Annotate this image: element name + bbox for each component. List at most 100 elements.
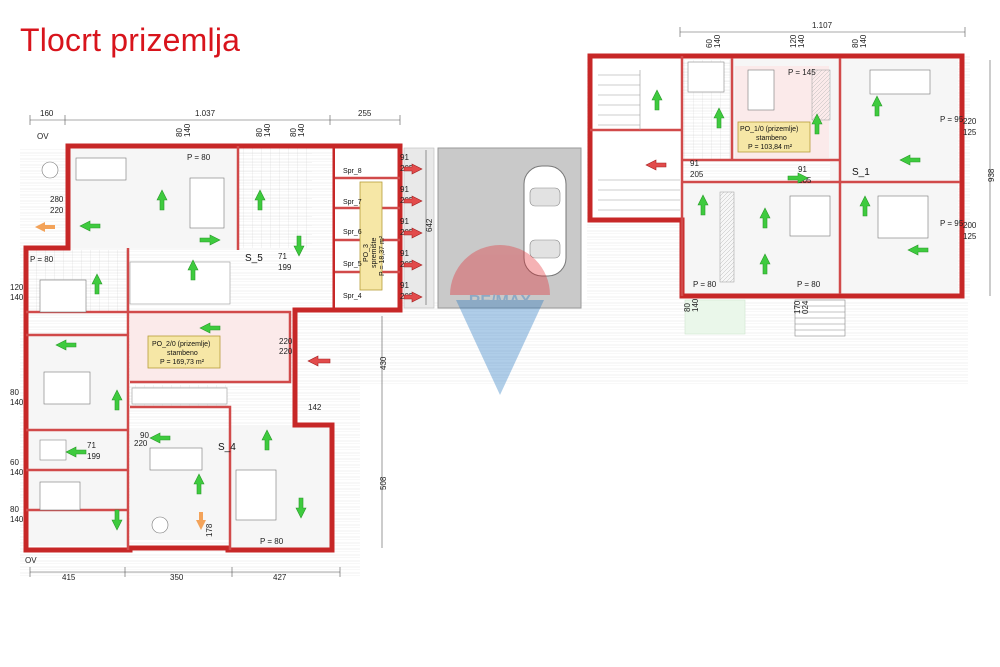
label-91-e: 91 — [400, 281, 409, 290]
label-220-c: 220 — [279, 337, 293, 346]
label-p80-3: P = 80 — [260, 537, 284, 546]
label-200: 200 — [963, 221, 977, 230]
paved-yard — [340, 300, 968, 385]
label-p80: P = 80 — [187, 153, 211, 162]
storage-block — [335, 143, 403, 313]
tick-140-f: 140 — [859, 34, 868, 48]
bed-icon-5 — [877, 195, 929, 239]
sofa-icon-2 — [235, 469, 277, 521]
unit-storage-type: spremište — [371, 238, 378, 268]
unit-label-right: PO_1/0 (prizemlje) stambeno P = 103,84 m… — [737, 121, 811, 153]
dim-427: 427 — [273, 573, 287, 582]
label-220-d: 220 — [279, 347, 293, 356]
unit-left-area: P = 169,73 m² — [160, 359, 205, 366]
dim-280: 280 — [50, 195, 64, 204]
room-s1: S_1 — [852, 167, 870, 178]
label-p80-2: P = 80 — [30, 255, 54, 264]
green-patch — [684, 299, 746, 335]
unit-label-storage: PO_3 spremište P = 18,37 m² — [363, 235, 386, 276]
label-125: 125 — [963, 128, 977, 137]
tick-170: 170 — [793, 300, 802, 314]
bed-icon-6 — [789, 195, 831, 237]
dim-142: 142 — [308, 403, 322, 412]
label-91-f: 91 — [690, 159, 699, 168]
car-icon — [523, 165, 567, 277]
room-spr-5: Spr_5 — [343, 261, 362, 268]
label-91-b: 91 — [400, 185, 409, 194]
label-ov: OV — [37, 132, 49, 141]
tick-140-g: 140 — [691, 298, 700, 312]
label-205-g: 205 — [798, 176, 812, 185]
label-ov-2: OV — [25, 556, 37, 565]
bed-icon — [39, 279, 87, 313]
dimension-lines — [29, 27, 991, 577]
unit-left-type: stambeno — [167, 350, 198, 357]
tick-80-b: 80 — [255, 128, 264, 137]
label-91: 91 — [400, 153, 409, 162]
wall-tick-labels: 80 140 80 140 80 140 60 140 120 140 80 1… — [175, 34, 868, 314]
unit-right-area: P = 103,84 m² — [748, 144, 793, 151]
dim-430: 430 — [379, 356, 388, 370]
unit-label-left: PO_2/0 (prizemlje) stambeno P = 169,73 m… — [147, 335, 221, 369]
tick-024: 024 — [801, 300, 810, 314]
label-120: 120 — [10, 283, 24, 292]
table-icon — [149, 447, 203, 471]
label-125-b: 125 — [963, 232, 977, 241]
label-91-c: 91 — [400, 217, 409, 226]
label-p80-5: P = 80 — [797, 280, 821, 289]
label-205-f: 205 — [690, 170, 704, 179]
sofa-icon-3 — [869, 69, 931, 95]
dining-table-icon — [189, 177, 225, 229]
label-140-d: 140 — [10, 515, 24, 524]
wardrobe-2 — [811, 69, 831, 121]
bed-icon-4 — [747, 69, 775, 111]
label-220-b: 220 — [134, 439, 148, 448]
left-apartment — [23, 143, 338, 553]
dim-415: 415 — [62, 573, 76, 582]
tick-80-e: 80 — [683, 303, 692, 312]
room-s5: S_5 — [245, 253, 263, 264]
label-91-d: 91 — [400, 249, 409, 258]
label-220: 220 — [963, 117, 977, 126]
bed-icon-3 — [39, 481, 81, 511]
label-p80-4: P = 80 — [693, 280, 717, 289]
room-spr-8: Spr_8 — [343, 168, 362, 175]
bathroom-icon-2 — [687, 61, 725, 93]
kitchen-counter-2 — [131, 387, 228, 405]
dim-1037: 1.037 — [195, 109, 216, 118]
dim-255: 255 — [358, 109, 372, 118]
unit-storage-area: P = 18,37 m² — [379, 235, 386, 276]
tick-140-e: 140 — [797, 34, 806, 48]
carport-path — [403, 147, 435, 309]
bathroom-icon — [39, 439, 67, 461]
label-199: 199 — [278, 263, 292, 272]
label-80: 80 — [10, 388, 19, 397]
tick-140-d: 140 — [713, 34, 722, 48]
label-71: 71 — [278, 252, 287, 261]
terrace-chair-icon — [41, 161, 59, 179]
sofa-icon — [75, 157, 127, 181]
dim-1107: 1.107 — [812, 21, 833, 30]
unit-right-code: PO_1/0 (prizemlje) — [740, 126, 798, 133]
tick-80-c: 80 — [289, 128, 298, 137]
exterior-stairs — [794, 299, 846, 337]
right-apartment — [587, 53, 965, 299]
kitchen-counter — [129, 261, 231, 305]
unit-storage-code: PO_3 — [363, 244, 370, 262]
dim-178: 178 — [205, 523, 214, 537]
dim-508: 508 — [379, 476, 388, 490]
label-71-b: 71 — [87, 441, 96, 450]
dim-350: 350 — [170, 573, 184, 582]
terrace-chair-icon-2 — [151, 516, 169, 534]
label-p95: P = 95 — [940, 115, 964, 124]
watermark-logo: RE/MAX — [450, 245, 550, 395]
tick-140: 140 — [183, 123, 192, 137]
label-91-g: 91 — [798, 165, 807, 174]
unit-right-type: stambeno — [756, 135, 787, 142]
wardrobe — [719, 191, 735, 283]
label-140-b: 140 — [10, 398, 24, 407]
tick-60: 60 — [705, 39, 714, 48]
dim-160: 160 — [40, 109, 54, 118]
label-140: 140 — [10, 293, 24, 302]
